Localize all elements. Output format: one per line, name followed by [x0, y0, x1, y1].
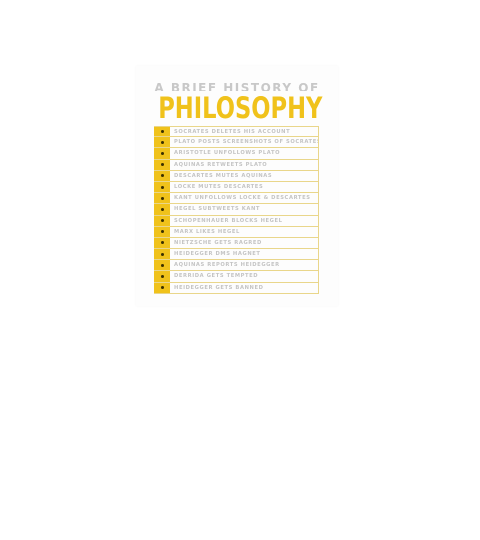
bullet-icon: [154, 282, 170, 293]
list-item-text: HEGEL SUBTWEETS KANT: [170, 204, 319, 215]
list-item-text: KANT UNFOLLOWS LOCKE & DESCARTES: [170, 193, 319, 204]
list-item: PLATO POSTS SCREENSHOTS OF SOCRATES: [154, 137, 319, 149]
bullet-icon: [154, 237, 170, 249]
list-item: KANT UNFOLLOWS LOCKE & DESCARTES: [154, 193, 319, 205]
list-item-text: DERRIDA GETS TEMPTED: [170, 271, 319, 282]
list-item-text: AQUINAS RETWEETS PLATO: [170, 159, 319, 170]
list-item-text: HEIDEGGER DMS HAGNET: [170, 249, 319, 260]
list-item-text: PLATO POSTS SCREENSHOTS OF SOCRATES: [170, 137, 319, 148]
bullet-icon: [154, 193, 170, 204]
poster-subtitle: A BRIEF HISTORY OF: [154, 81, 320, 91]
list-item: HEIDEGGER GETS BANNED: [154, 282, 319, 294]
list-item: SCHOPENHAUER BLOCKS HEGEL: [154, 215, 319, 227]
bullet-icon: [154, 215, 170, 226]
list-item: HEIDEGGER DMS HAGNET: [154, 249, 319, 261]
bullet-icon: [154, 127, 170, 137]
list-item-text: ARISTOTLE UNFOLLOWS PLATO: [170, 148, 319, 159]
bullet-icon: [154, 249, 170, 260]
list-item: ARISTOTLE UNFOLLOWS PLATO: [154, 148, 319, 160]
philosophy-poster: A BRIEF HISTORY OF PHILOSOPHY SOCRATES D…: [136, 66, 338, 306]
bullet-icon: [154, 148, 170, 159]
bullet-icon: [154, 226, 170, 237]
bullet-icon: [154, 159, 170, 170]
list-item-text: AQUINAS REPORTS HEIDEGGER: [170, 260, 319, 271]
list-item: NIETZSCHE GETS RAGRED: [154, 237, 319, 250]
list-item: LOCKE MUTES DESCARTES: [154, 181, 319, 194]
list-item: HEGEL SUBTWEETS KANT: [154, 204, 319, 216]
list-item-text: NIETZSCHE GETS RAGRED: [170, 237, 319, 249]
bullet-icon: [154, 204, 170, 215]
bullet-icon: [154, 137, 170, 148]
list-item-text: SOCRATES DELETES HIS ACCOUNT: [170, 127, 319, 137]
list-item-text: MARX LIKES HEGEL: [170, 226, 319, 237]
list-item: DERRIDA GETS TEMPTED: [154, 271, 319, 283]
list-item-text: LOCKE MUTES DESCARTES: [170, 181, 319, 193]
poster-title: PHILOSOPHY: [158, 91, 323, 125]
list-item-text: DESCARTES MUTES AQUINAS: [170, 170, 319, 181]
bullet-icon: [154, 170, 170, 181]
list-item: AQUINAS REPORTS HEIDEGGER: [154, 260, 319, 272]
bullet-icon: [154, 260, 170, 271]
bullet-icon: [154, 271, 170, 282]
list-item: SOCRATES DELETES HIS ACCOUNT: [154, 126, 319, 138]
list-item: AQUINAS RETWEETS PLATO: [154, 159, 319, 171]
list-item: DESCARTES MUTES AQUINAS: [154, 170, 319, 182]
list-item: MARX LIKES HEGEL: [154, 226, 319, 238]
list-item-text: HEIDEGGER GETS BANNED: [170, 282, 319, 293]
timeline-list: SOCRATES DELETES HIS ACCOUNT PLATO POSTS…: [154, 126, 319, 294]
bullet-icon: [154, 181, 170, 193]
list-item-text: SCHOPENHAUER BLOCKS HEGEL: [170, 215, 319, 226]
